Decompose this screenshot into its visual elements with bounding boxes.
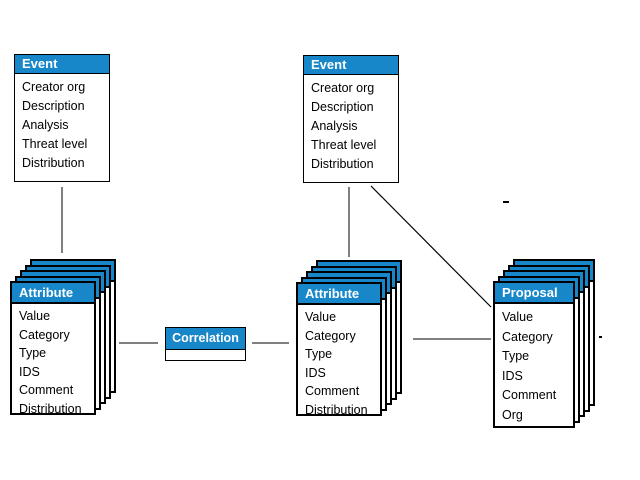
entity-attribute-left-title: Attribute [12,283,94,304]
entity-proposal-title: Proposal [495,283,573,304]
entity-correlation-body [166,350,245,358]
entity-correlation: Correlation [165,327,246,361]
field-label: IDS [305,365,326,380]
field-label: Type [305,347,333,361]
field-label: Description [311,100,374,114]
field-label: Threat level [22,137,88,151]
entity-attribute-middle: Attribute Value Category Type IDS Commen… [296,282,382,419]
entity-attribute-middle-title: Attribute [298,284,380,305]
entity-attribute-left: Attribute Value Category Type IDS Commen… [10,281,96,418]
field-label: Creator org [311,81,375,95]
entity-event-left-fields: Creator org Description Analysis Threat … [15,74,109,173]
field-label: Distribution [311,157,374,171]
field-label: Distribution [22,156,85,170]
field-label: Description [22,99,85,113]
field-label: Distribution [305,402,368,417]
entity-event-left-title: Event [15,55,109,74]
field-label: Category [19,327,70,342]
field-label: Analysis [311,119,358,133]
field-label: Type [502,349,530,363]
entity-proposal: Proposal Value Category Type IDS Comment… [493,281,575,428]
stray-dot-mark [599,336,602,338]
entity-proposal-fields: Value Category Type IDS Comment Org [495,304,573,425]
entity-attribute-left-fields: Value Category Type IDS Comment Distribu… [12,304,94,418]
field-label: Comment [502,388,557,402]
field-label: IDS [19,364,40,379]
field-label: Value [19,309,51,323]
field-label: Comment [305,384,360,398]
field-label: IDS [502,368,523,383]
field-label: Analysis [22,118,69,132]
field-label: Category [305,328,356,343]
field-label: Value [305,310,337,324]
field-label: Value [502,310,534,324]
entity-event-right-title: Event [304,56,398,75]
entity-event-left: Event Creator org Description Analysis T… [14,54,110,182]
entity-event-right-fields: Creator org Description Analysis Threat … [304,75,398,174]
field-label: Comment [19,383,74,397]
stray-dash-mark [503,201,509,203]
field-label: Type [19,346,47,360]
entity-event-right: Event Creator org Description Analysis T… [303,55,399,183]
field-label: Creator org [22,80,86,94]
field-label: Category [502,329,553,344]
entity-correlation-title: Correlation [166,328,245,350]
field-label: Distribution [19,401,82,416]
field-label: Threat level [311,138,377,152]
entity-attribute-middle-fields: Value Category Type IDS Comment Distribu… [298,305,380,419]
field-label: Org [502,407,523,422]
